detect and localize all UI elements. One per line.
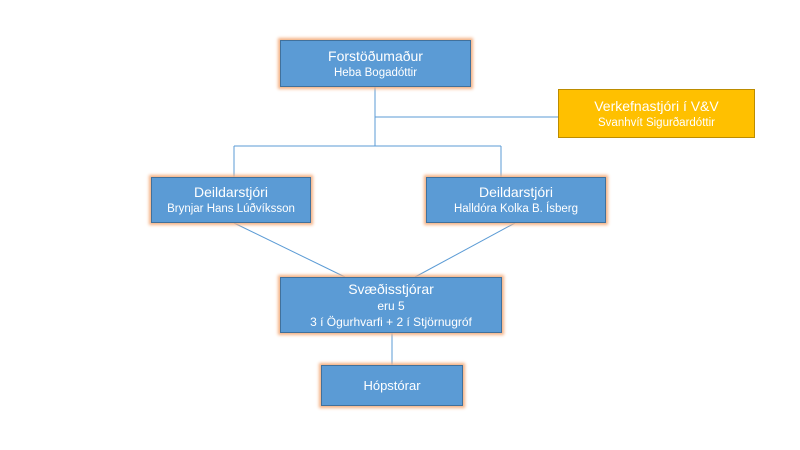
director-box: Forstöðumaður Heba Bogadóttir — [280, 40, 471, 87]
director-title: Forstöðumaður — [328, 47, 423, 64]
regional-managers-box: Svæðisstjórar eru 5 3 í Ögurhvarfi + 2 í… — [280, 277, 502, 333]
department-head-name-2: Halldóra Kolka B. Ísberg — [453, 203, 578, 215]
department-head-box-1: Deildarstjóri Brynjar Hans Lúðvíksson — [151, 177, 311, 223]
project-manager-name: Svanhvít Sigurðardóttir — [598, 116, 715, 129]
group-leaders-box: Hópstórar — [321, 365, 463, 406]
regional-managers-locations: 3 í Ögurhvarfi + 2 í Stjörnugróf — [310, 315, 472, 329]
department-head-name-1: Brynjar Hans Lúðvíksson — [167, 203, 295, 215]
director-name: Heba Bogadóttir — [333, 66, 418, 79]
department-head-title-1: Deildarstjóri — [194, 184, 268, 200]
department-head-title-2: Deildarstjóri — [479, 184, 553, 200]
group-leaders-title: Hópstórar — [363, 377, 421, 393]
regional-managers-title: Svæðisstjórar — [348, 281, 434, 297]
regional-managers-count: eru 5 — [377, 299, 405, 313]
project-manager-title: Verkefnastjóri í V&V — [594, 97, 719, 114]
department-head-box-2: Deildarstjóri Halldóra Kolka B. Ísberg — [426, 177, 606, 223]
connector-dept1-to-regional — [233, 222, 346, 278]
project-manager-box: Verkefnastjóri í V&V Svanhvít Sigurðardó… — [558, 89, 755, 138]
connector-dept2-to-regional — [414, 222, 516, 278]
